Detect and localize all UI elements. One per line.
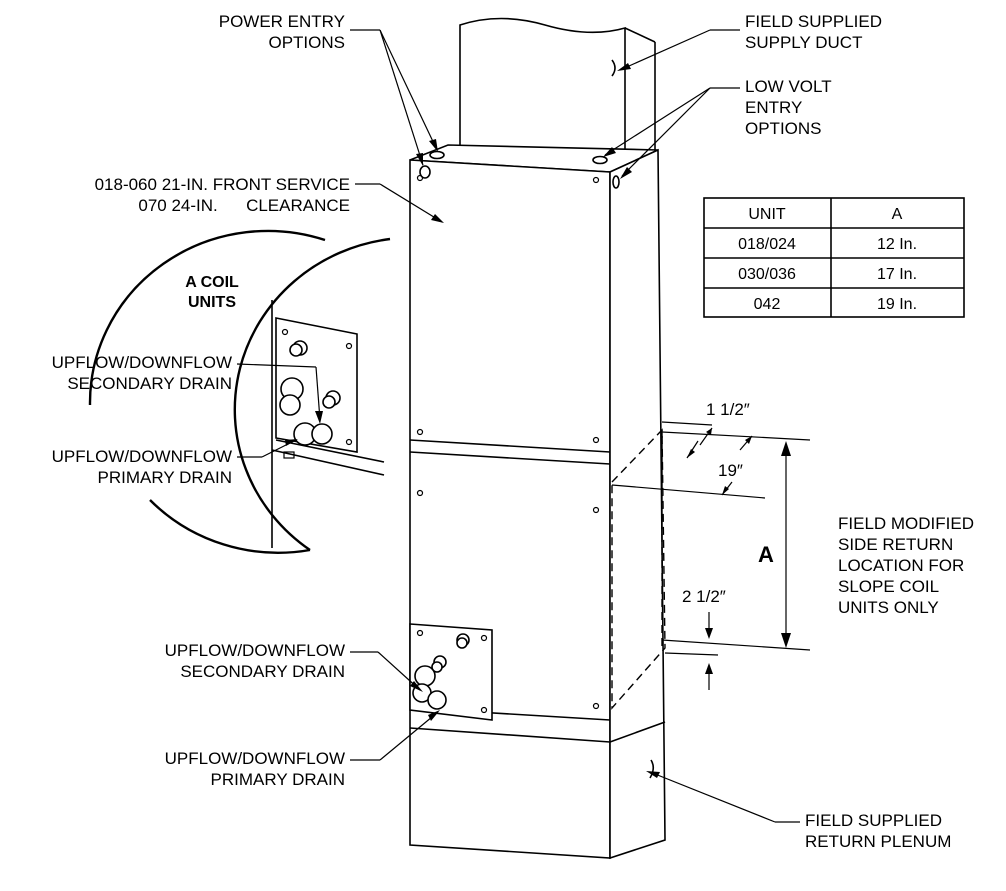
power-entry-label: OPTIONS xyxy=(268,33,345,52)
a-coil-inset xyxy=(88,229,391,554)
dimension-table: UNIT A 018/024 12 In. 030/036 17 In. 042… xyxy=(703,197,965,318)
unit-cabinet xyxy=(409,144,666,860)
a-coil-label: UNITS xyxy=(188,294,236,311)
table-cell: 030/036 xyxy=(738,266,796,283)
leader-lines xyxy=(236,29,800,823)
dimension-lines xyxy=(611,421,811,690)
table-cell: 17 In. xyxy=(877,266,917,283)
drain-plate xyxy=(409,623,493,721)
a-coil-label: A COIL xyxy=(185,274,239,291)
inset-secondary-drain-label: SECONDARY DRAIN xyxy=(67,374,232,393)
secondary-drain-label: SECONDARY DRAIN xyxy=(180,662,345,681)
low-volt-label: ENTRY xyxy=(745,98,802,117)
table-cell: 018/024 xyxy=(738,236,796,253)
inset-primary-drain-label: UPFLOW/DOWNFLOW xyxy=(52,447,232,466)
height-dimension-symbol: A xyxy=(758,542,774,567)
table-cell: 042 xyxy=(754,296,781,313)
side-return-outline xyxy=(611,428,666,710)
side-return-label: FIELD MODIFIED xyxy=(838,514,974,533)
labels: POWER ENTRY OPTIONS FIELD SUPPLIED SUPPL… xyxy=(52,12,974,851)
side-return-label: LOCATION FOR xyxy=(838,556,964,575)
table-header-unit: UNIT xyxy=(748,206,786,223)
table-cell: 12 In. xyxy=(877,236,917,253)
table-header-a: A xyxy=(892,206,903,223)
side-return-label: SIDE RETURN xyxy=(838,535,953,554)
low-volt-label: OPTIONS xyxy=(745,119,822,138)
inset-secondary-drain-label: UPFLOW/DOWNFLOW xyxy=(52,353,232,372)
top-offset-dimension: 1 1/2″ xyxy=(706,400,750,419)
side-return-label: UNITS ONLY xyxy=(838,598,939,617)
primary-drain-label: PRIMARY DRAIN xyxy=(211,770,345,789)
primary-drain-label: UPFLOW/DOWNFLOW xyxy=(165,749,345,768)
table-cell: 19 In. xyxy=(877,296,917,313)
secondary-drain-label: UPFLOW/DOWNFLOW xyxy=(165,641,345,660)
return-plenum-label: FIELD SUPPLIED xyxy=(805,811,942,830)
depth-dimension: 19″ xyxy=(718,461,743,480)
supply-duct-label: FIELD SUPPLIED xyxy=(745,12,882,31)
power-entry-label: POWER ENTRY xyxy=(219,12,345,31)
supply-duct-label: SUPPLY DUCT xyxy=(745,33,862,52)
clearance-label: 070 24-IN. CLEARANCE xyxy=(138,196,350,215)
bottom-offset-dimension: 2 1/2″ xyxy=(682,587,726,606)
side-return-label: SLOPE COIL xyxy=(838,577,939,596)
inset-primary-drain-label: PRIMARY DRAIN xyxy=(98,468,232,487)
supply-duct xyxy=(459,17,656,158)
clearance-label: 018-060 21-IN. FRONT SERVICE xyxy=(95,175,350,194)
low-volt-label: LOW VOLT xyxy=(745,77,832,96)
return-plenum-label: RETURN PLENUM xyxy=(805,832,951,851)
